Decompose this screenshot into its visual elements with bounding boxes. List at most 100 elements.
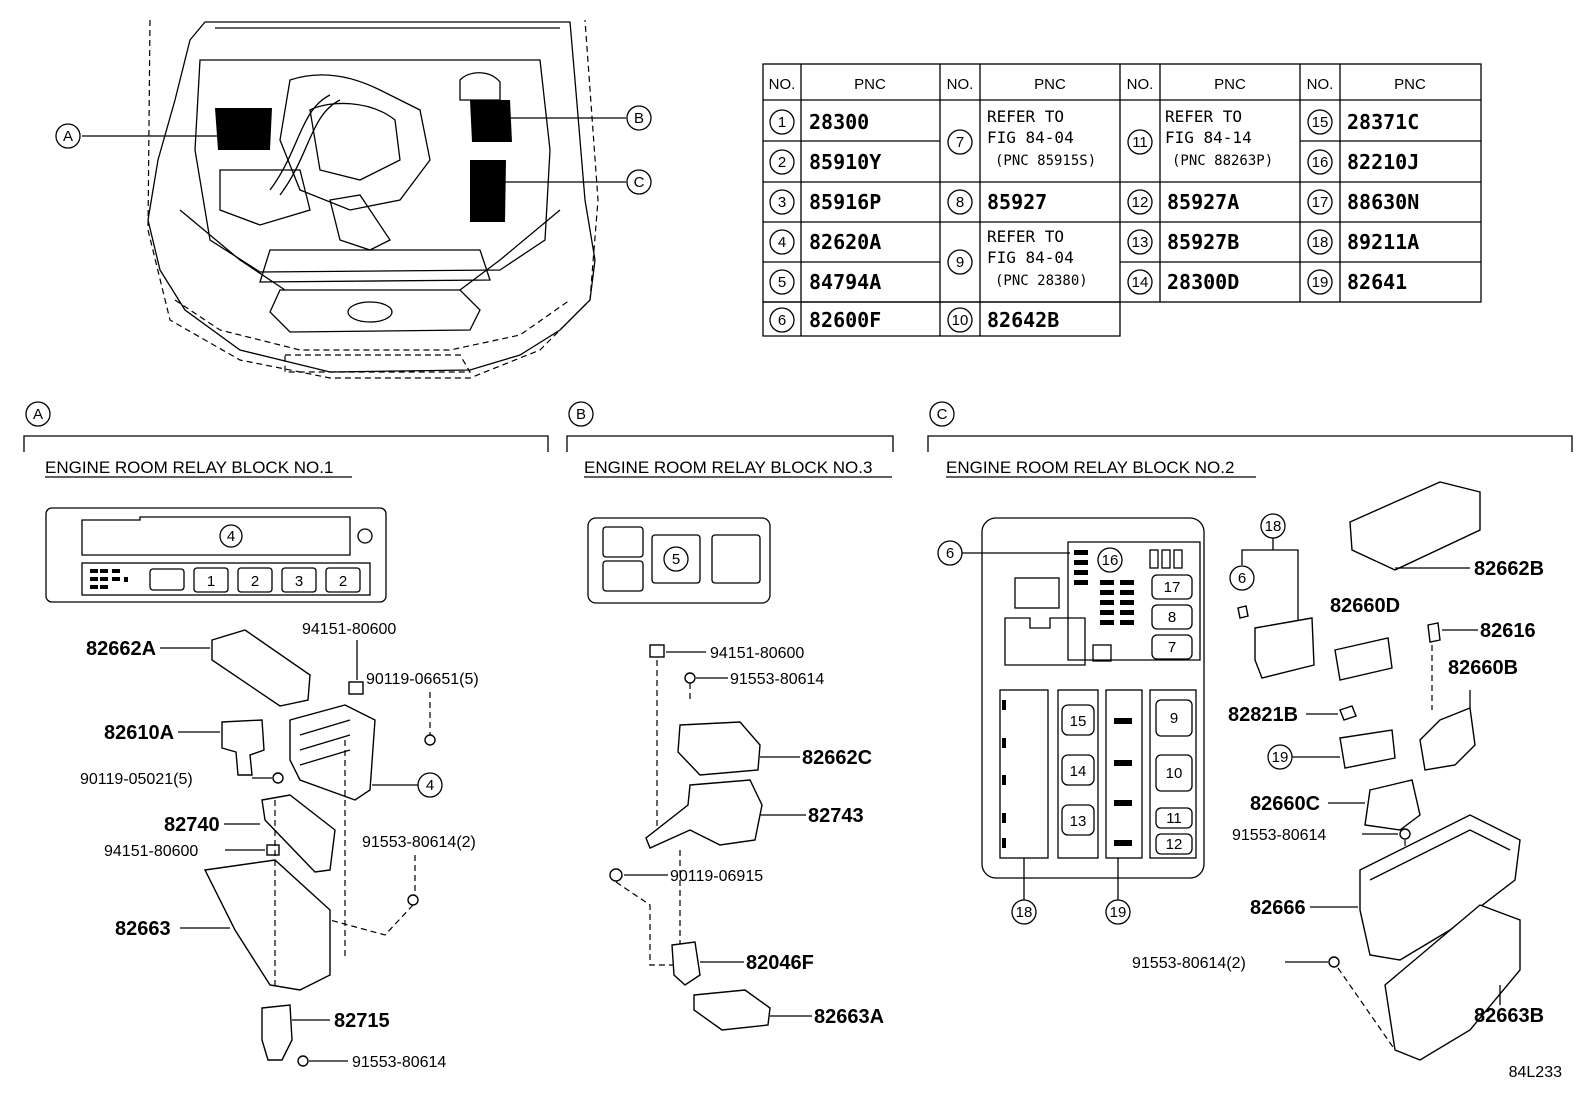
label-90119-05021: 90119-05021(5) [80,771,193,788]
svg-text:17: 17 [1312,194,1329,211]
svg-text:17: 17 [1164,579,1181,596]
svg-text:(PNC 28380): (PNC 28380) [995,273,1088,289]
svg-text:82620A: 82620A [809,230,881,254]
table-header-pnc-3: PNC [1214,76,1246,93]
svg-text:REFER TO: REFER TO [987,107,1064,126]
svg-text:82642B: 82642B [987,308,1059,332]
svg-text:A: A [63,128,73,145]
svg-text:28300D: 28300D [1167,270,1239,294]
svg-text:18: 18 [1265,518,1282,535]
svg-text:2: 2 [778,154,786,171]
svg-text:1: 1 [778,114,786,131]
svg-text:89211A: 89211A [1347,230,1419,254]
svg-text:REFER TO: REFER TO [1165,107,1242,126]
label-91553-80614-a: 91553-80614 [352,1054,446,1071]
svg-text:11: 11 [1132,134,1148,151]
svg-text:13: 13 [1132,234,1149,251]
relay-block-a-exploded: 82662A 94151-80600 90119-06651(5) 82610A… [80,621,479,1071]
svg-text:12: 12 [1132,194,1149,211]
svg-text:16: 16 [1102,552,1119,569]
svg-text:REFER TO: REFER TO [987,227,1064,246]
label-82660C: 82660C [1250,793,1320,815]
svg-text:5: 5 [778,274,786,291]
label-82663B: 82663B [1474,1005,1544,1027]
svg-text:19: 19 [1110,904,1127,921]
svg-text:85916P: 85916P [809,190,881,214]
label-82616: 82616 [1480,620,1536,642]
svg-text:85927: 85927 [987,190,1047,214]
section-a-header: A ENGINE ROOM RELAY BLOCK NO.1 [23,401,549,478]
svg-text:82210J: 82210J [1347,150,1419,174]
svg-text:15: 15 [1070,713,1087,730]
table-col-4: 15 28371C 16 82210J 17 88630N 18 89211A … [1307,109,1419,295]
svg-text:85927B: 85927B [1167,230,1239,254]
relay-block-b-exploded: 94151-80600 91553-80614 82662C 82743 901… [609,644,884,1031]
svg-text:16: 16 [1312,154,1329,171]
label-82715: 82715 [334,1010,390,1032]
table-header-pnc-2: PNC [1034,76,1066,93]
table-header-pnc-1: PNC [854,76,886,93]
label-82662B: 82662B [1474,558,1544,580]
svg-text:84794A: 84794A [809,270,881,294]
svg-text:19: 19 [1312,274,1329,291]
engine-bay-illustration [147,19,599,379]
label-82663: 82663 [115,918,171,940]
callout-c: C [500,169,652,195]
label-94151-80600-a: 94151-80600 [302,621,396,638]
callout-b: B [505,105,652,131]
label-82662A: 82662A [86,638,156,660]
svg-text:B: B [576,406,586,423]
svg-text:88630N: 88630N [1347,190,1419,214]
svg-text:12: 12 [1166,836,1183,853]
table-header-pnc-4: PNC [1394,76,1426,93]
relay-block-a-layout: 4 1 2 3 2 [45,507,387,603]
svg-text:FIG 84-14: FIG 84-14 [1165,128,1252,147]
svg-text:3: 3 [778,194,786,211]
pnc-table: NO. PNC NO. PNC NO. PNC NO. PNC 1 28300 … [762,63,1482,337]
relay-block-c-exploded: 18 6 82662B 82660D 82616 82660B 82821B 1… [1132,481,1544,1061]
svg-text:C: C [937,406,948,423]
svg-text:9: 9 [956,254,964,271]
fuse-2: 2 [251,573,259,590]
label-82740: 82740 [164,814,220,836]
label-91553-80614-b-sec: 91553-80614 [730,671,824,688]
label-94151-80600-b: 94151-80600 [104,843,198,860]
table-header-no-1: NO. [769,76,796,93]
svg-text:7: 7 [956,134,964,151]
svg-text:82641: 82641 [1347,270,1407,294]
table-col-3: 11 REFER TO FIG 84-14 (PNC 88263P) 12 85… [1127,107,1273,295]
svg-text:5: 5 [672,551,680,568]
svg-text:4: 4 [227,528,235,545]
svg-text:85927A: 85927A [1167,190,1239,214]
svg-text:11: 11 [1166,810,1182,827]
svg-text:(PNC 88263P): (PNC 88263P) [1172,153,1273,169]
svg-text:B: B [634,110,644,127]
label-82821B: 82821B [1228,704,1298,726]
label-82046F: 82046F [746,952,814,974]
svg-text:C: C [634,174,645,191]
table-col-2: 7 REFER TO FIG 84-04 (PNC 85915S) 8 8592… [947,107,1096,333]
section-c-title: ENGINE ROOM RELAY BLOCK NO.2 [946,458,1234,477]
svg-text:10: 10 [952,312,969,329]
label-82666: 82666 [1250,897,1306,919]
label-90119-06651: 90119-06651(5) [366,671,479,688]
svg-text:15: 15 [1312,114,1329,131]
svg-text:FIG 84-04: FIG 84-04 [987,128,1074,147]
label-94151-80600-b-sec: 94151-80600 [710,645,804,662]
svg-text:7: 7 [1168,639,1176,656]
table-header-no-3: NO. [1127,76,1154,93]
figure-code: 84L233 [1509,1064,1562,1081]
fuse-2b: 2 [339,573,347,590]
label-82660D: 82660D [1330,595,1400,617]
label-91553-80614-2: 91553-80614(2) [362,834,476,851]
svg-text:18: 18 [1312,234,1329,251]
svg-text:18: 18 [1016,904,1033,921]
table-header-no-4: NO. [1307,76,1334,93]
svg-text:9: 9 [1170,710,1178,727]
svg-text:19: 19 [1272,749,1289,766]
svg-text:10: 10 [1166,765,1183,782]
label-91553-80614-c: 91553-80614 [1232,827,1326,844]
table-col-1: 1 28300 2 85910Y 3 85916P 4 82620A 5 847… [769,109,881,333]
svg-text:28371C: 28371C [1347,110,1419,134]
svg-text:A: A [33,406,43,423]
